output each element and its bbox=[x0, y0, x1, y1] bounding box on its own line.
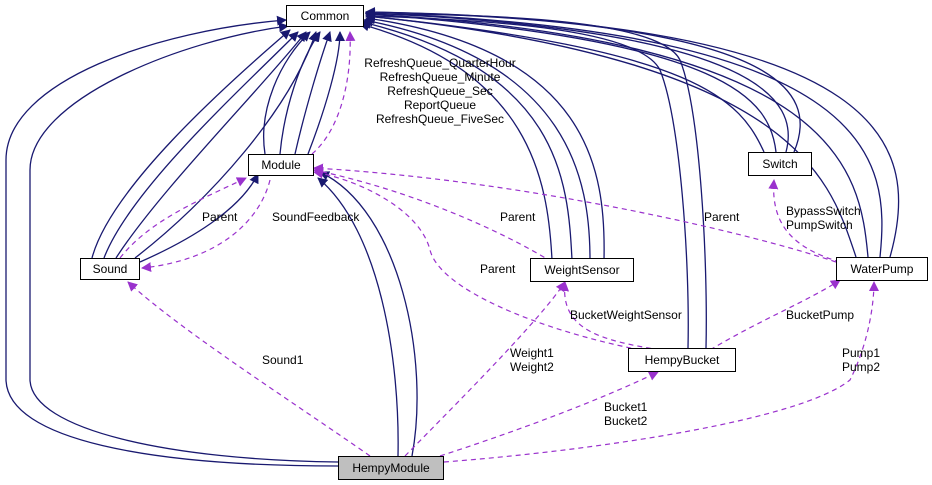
edge-waterpump-common-3 bbox=[365, 8, 883, 258]
edge-sound-common-1 bbox=[91, 29, 291, 259]
edge-hempymodule-common-2 bbox=[29, 22, 339, 463]
edge-switch-common-2 bbox=[365, 9, 777, 153]
label-pump1: Pump1 bbox=[842, 346, 881, 360]
label-refresh-queue-sec: RefreshQueue_Sec bbox=[387, 84, 493, 98]
edge-weightsensor-common-3 bbox=[363, 16, 591, 261]
edge-module-common-4 bbox=[307, 31, 345, 155]
edge-hempybucket-module-parent bbox=[313, 168, 641, 351]
label-parent-hempybucket: Parent bbox=[480, 262, 516, 276]
edge-hempymodule-hempybucket bbox=[439, 371, 659, 457]
node-hempy-module[interactable]: HempyModule bbox=[338, 456, 444, 480]
label-parent-sound: Parent bbox=[202, 210, 238, 224]
label-buckets: Bucket1 Bucket2 bbox=[604, 400, 647, 428]
label-refresh-queue-fivesec: RefreshQueue_FiveSec bbox=[375, 112, 505, 126]
edge-weightsensor-common-2 bbox=[361, 19, 573, 261]
edge-waterpump-common-2 bbox=[365, 9, 869, 258]
edge-sound-common-3 bbox=[115, 31, 307, 259]
label-bucket-pump: BucketPump bbox=[786, 308, 855, 322]
label-pumps: Pump1 Pump2 bbox=[842, 346, 880, 374]
edge-hempymodule-module-2 bbox=[319, 171, 418, 457]
edge-waterpump-module-parent bbox=[313, 163, 837, 263]
label-parent-weightsensor: Parent bbox=[500, 210, 536, 224]
edge-sound-module bbox=[139, 173, 259, 263]
inheritance-edges bbox=[5, 7, 900, 467]
label-switch-roles: BypassSwitch PumpSwitch bbox=[786, 204, 861, 232]
node-water-pump[interactable]: WaterPump bbox=[836, 257, 928, 281]
edge-weightsensor-module-parent bbox=[313, 166, 553, 263]
edge-hempybucket-weightsensor bbox=[559, 281, 661, 351]
label-sound1: Sound1 bbox=[262, 353, 304, 367]
label-refresh-queue-minute: RefreshQueue_Minute bbox=[379, 70, 501, 84]
label-weight2: Weight2 bbox=[510, 360, 554, 374]
node-weight-sensor[interactable]: WeightSensor bbox=[530, 258, 634, 282]
node-hempy-bucket[interactable]: HempyBucket bbox=[628, 348, 736, 372]
label-bucket1: Bucket1 bbox=[604, 400, 648, 414]
edge-waterpump-switch bbox=[768, 179, 841, 263]
usage-edges bbox=[119, 31, 879, 463]
edge-hempymodule-weightsensor bbox=[404, 281, 566, 457]
edge-sound-module-parent bbox=[119, 177, 247, 259]
edge-switch-common-1 bbox=[365, 11, 765, 153]
edge-switch-common-3 bbox=[365, 8, 789, 153]
edge-hempymodule-common-1 bbox=[5, 15, 339, 467]
label-bucket2: Bucket2 bbox=[604, 414, 648, 428]
node-common[interactable]: Common bbox=[286, 5, 364, 27]
edge-hempymodule-module-1 bbox=[317, 177, 399, 457]
node-sound[interactable]: Sound bbox=[80, 258, 140, 280]
label-pump2: Pump2 bbox=[842, 360, 881, 374]
label-bypass-switch: BypassSwitch bbox=[786, 204, 861, 218]
edge-module-common-2 bbox=[279, 31, 321, 155]
edge-module-common-queues bbox=[311, 31, 356, 155]
edge-weightsensor-common-1 bbox=[359, 21, 553, 261]
label-report-queue: ReportQueue bbox=[403, 98, 477, 112]
label-weight1: Weight1 bbox=[510, 346, 554, 360]
edge-module-common-1 bbox=[263, 31, 311, 155]
label-bucket-weight-sensor: BucketWeightSensor bbox=[570, 308, 682, 322]
edge-sound-common-2 bbox=[103, 31, 299, 259]
edge-module-sound-feedback bbox=[141, 179, 271, 273]
label-sound-feedback: SoundFeedback bbox=[272, 210, 360, 224]
edge-waterpump-common-4 bbox=[365, 7, 900, 258]
label-pump-switch: PumpSwitch bbox=[786, 218, 853, 232]
edge-sound-common-4 bbox=[134, 31, 318, 259]
edge-hempybucket-common-1 bbox=[365, 11, 689, 349]
edge-hempymodule-sound bbox=[127, 281, 371, 457]
edge-weightsensor-common-4 bbox=[365, 14, 605, 261]
node-switch[interactable]: Switch bbox=[748, 152, 812, 176]
label-weights: Weight1 Weight2 bbox=[510, 346, 554, 374]
node-module[interactable]: Module bbox=[248, 154, 314, 176]
label-refresh-queues: RefreshQueue_QuarterHour RefreshQueue_Mi… bbox=[350, 56, 530, 126]
edge-hempybucket-waterpump bbox=[709, 279, 841, 351]
label-refresh-queue-quarterhour: RefreshQueue_QuarterHour bbox=[364, 56, 516, 70]
label-parent-waterpump: Parent bbox=[704, 210, 740, 224]
edge-module-common-3 bbox=[294, 31, 332, 155]
edge-waterpump-common-1 bbox=[365, 11, 857, 258]
